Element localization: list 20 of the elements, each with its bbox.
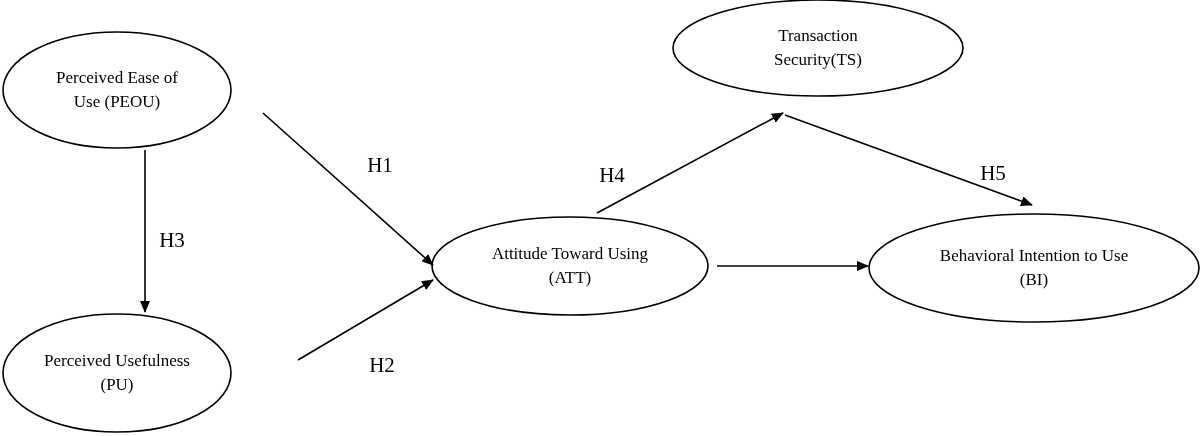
edge-label: H1 — [367, 154, 393, 176]
node-label: Transaction Security(TS) — [773, 25, 863, 71]
node-label: Behavioral Intention to Use (BI) — [938, 245, 1130, 291]
oval — [2, 31, 232, 149]
edge-label: H3 — [159, 229, 185, 251]
node-label: Perceived Ease of Use (PEOU) — [55, 67, 179, 113]
oval — [2, 313, 232, 433]
edge-label: H5 — [980, 162, 1006, 184]
arrow — [297, 279, 434, 361]
arrow — [596, 112, 784, 214]
node-label: Perceived Usefulness (PU) — [43, 350, 191, 396]
arrow — [262, 112, 434, 266]
arrow — [716, 261, 869, 271]
edge-label: H2 — [369, 354, 395, 376]
oval — [431, 216, 709, 316]
oval — [868, 213, 1200, 323]
edge-label: H4 — [599, 164, 625, 186]
arrow — [140, 149, 150, 313]
node-label: Attitude Toward Using (ATT) — [490, 243, 650, 289]
arrow — [784, 114, 1033, 206]
